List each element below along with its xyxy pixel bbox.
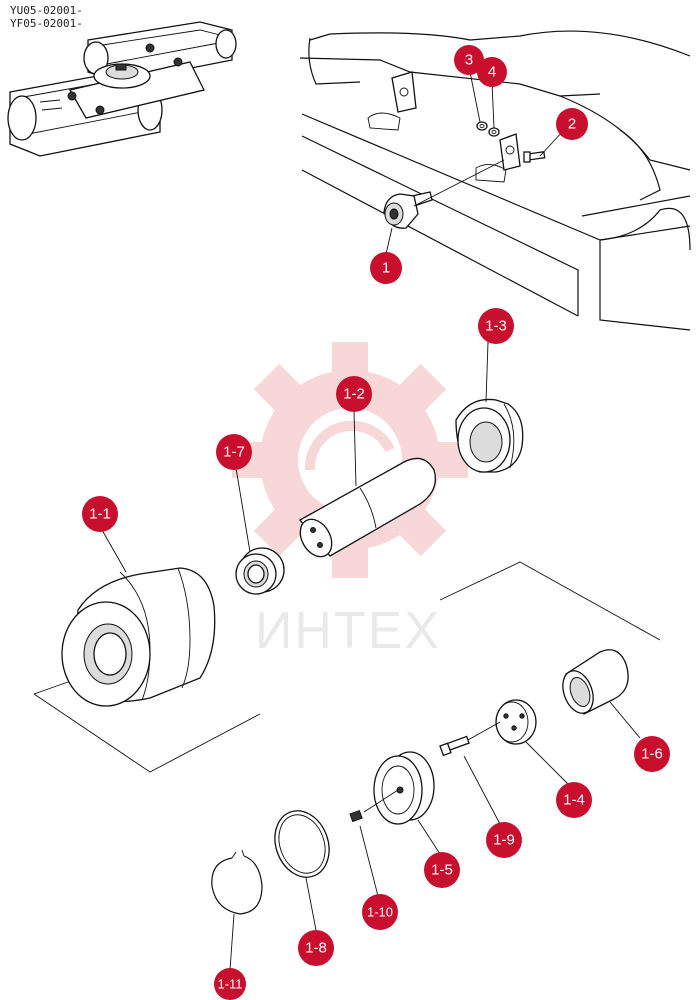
part-1-5-pulley	[373, 751, 435, 825]
callout-1-4: 1-4	[556, 782, 592, 818]
part-1-11-snap-ring	[211, 849, 263, 915]
part-3-washer	[476, 121, 488, 131]
leader-frame-1-1	[33, 681, 261, 773]
callout-label-1-8: 1-8	[305, 940, 327, 957]
callouts: 1 2 3 4 1-1 1-2 1-3 1-4	[82, 45, 670, 1000]
frame-assembly	[299, 30, 691, 331]
undercarriage-thumbnail	[7, 21, 237, 157]
callout-label-1-11: 1-11	[217, 977, 242, 992]
callout-4: 4	[477, 57, 507, 87]
callout-1-9: 1-9	[486, 822, 522, 858]
serial-number-2: YF05-02001-	[10, 17, 83, 30]
callout-1-7: 1-7	[216, 434, 252, 470]
screw-axis-line	[467, 721, 501, 741]
callout-3: 3	[454, 45, 484, 75]
callout-label-1-3: 1-3	[485, 318, 507, 335]
callout-label-1-5: 1-5	[431, 862, 453, 879]
serial-number-1: YU05-02001-	[10, 4, 83, 17]
part-2-bolt	[523, 151, 546, 163]
leader-frame-1-6	[439, 561, 661, 641]
callout-label-1: 1	[382, 260, 390, 277]
callout-1-10: 1-10	[362, 894, 398, 930]
part-1-2-shaft	[298, 457, 437, 558]
callout-1-8: 1-8	[298, 930, 334, 966]
callout-label-2: 2	[568, 116, 576, 133]
callout-1-1: 1-1	[82, 496, 118, 532]
part-1-4-plate	[495, 699, 537, 745]
callout-label-1-4: 1-4	[563, 792, 585, 809]
part-1-7-seal	[235, 547, 285, 595]
callout-1-11: 1-11	[214, 968, 246, 1000]
part-1-1-roller	[61, 567, 216, 707]
leader-lines	[101, 71, 641, 971]
callout-label-1-10: 1-10	[367, 905, 393, 920]
callout-1: 1	[370, 252, 402, 284]
part-4-nut	[488, 127, 500, 137]
part-1-3-bushing	[455, 398, 524, 473]
part-1-10-set-screw	[349, 809, 363, 823]
watermark-text: ИНТЕХ	[255, 602, 441, 660]
callout-1-3: 1-3	[478, 308, 514, 344]
callout-label-1-9: 1-9	[493, 832, 515, 849]
part-1-8-o-ring	[274, 810, 330, 878]
part-1-roller-assembly	[383, 191, 433, 229]
callout-label-1-6: 1-6	[641, 746, 663, 763]
callout-1-2: 1-2	[336, 376, 372, 412]
callout-label-3: 3	[465, 52, 473, 69]
callout-2: 2	[556, 108, 588, 140]
callout-label-1-7: 1-7	[223, 444, 245, 461]
part-1-6-sleeve	[562, 649, 629, 715]
callout-label-4: 4	[488, 64, 496, 81]
callout-1-6: 1-6	[634, 736, 670, 772]
callout-label-1-1: 1-1	[89, 506, 111, 523]
callout-label-1-2: 1-2	[343, 386, 365, 403]
callout-1-5: 1-5	[424, 852, 460, 888]
pulley-axis-line	[363, 789, 399, 813]
part-1-9-screw	[439, 735, 470, 757]
